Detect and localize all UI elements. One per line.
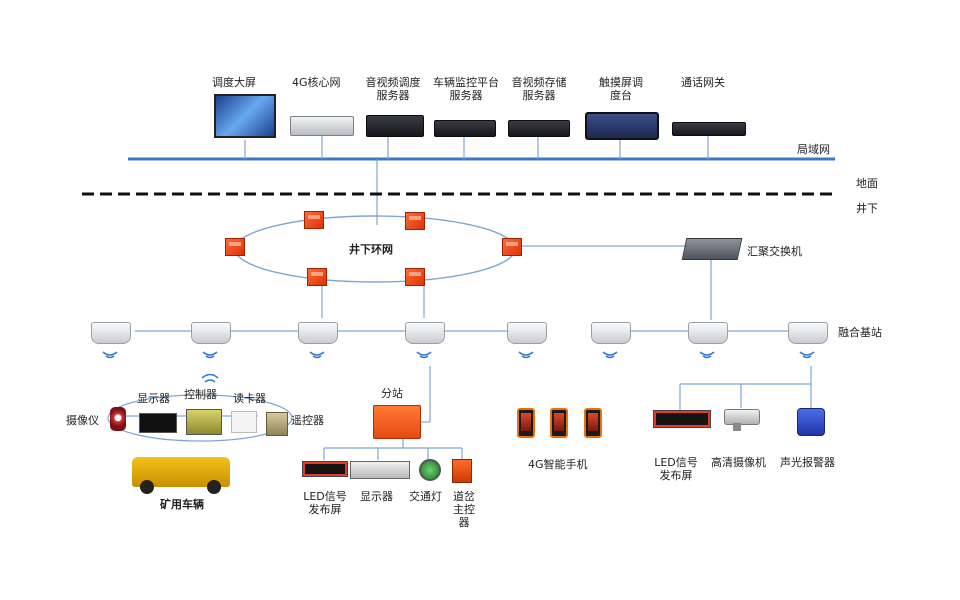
base-station-icon — [788, 322, 828, 344]
ring-node-icon — [307, 268, 327, 286]
base-station-icon — [591, 322, 631, 344]
core-network-server-icon — [290, 116, 354, 136]
ring-label: 井下环网 — [349, 243, 393, 256]
ground-label: 地面 — [856, 177, 878, 190]
top-device-label: 调度大屏 — [212, 76, 256, 89]
ring-node-icon — [304, 211, 324, 229]
smartphone-icon — [550, 408, 568, 438]
traffic-light-label: 交通灯 — [409, 490, 442, 503]
vehicle-controller-label: 控制器 — [184, 388, 217, 401]
smartphone-label: 4G智能手机 — [528, 458, 588, 471]
vehicle-title: 矿用车辆 — [160, 498, 204, 511]
vehicle-display-label: 显示器 — [137, 392, 170, 405]
av-storage-server-icon — [508, 120, 570, 137]
top-device-label: 通话网关 — [681, 76, 725, 89]
lan-drops — [244, 134, 709, 225]
display-icon — [350, 461, 410, 479]
call-gateway-icon — [672, 122, 746, 136]
vehicle-platform-server-icon — [434, 120, 496, 137]
controller-icon — [186, 409, 222, 435]
alarm-icon — [797, 408, 825, 436]
vehicle-enclosure — [107, 394, 293, 442]
base-station-label: 融合基站 — [838, 326, 882, 339]
underground-label: 井下 — [856, 202, 878, 215]
led-board-icon — [302, 461, 348, 477]
base-station-icon — [405, 322, 445, 344]
aggregation-switch-label: 汇聚交换机 — [747, 245, 802, 258]
hd-camera-mount-icon — [733, 423, 741, 431]
dispatch-screen-icon — [214, 94, 276, 138]
hd-camera-label: 高清摄像机 — [711, 456, 766, 469]
av-dispatch-server-icon — [366, 115, 424, 137]
base-station-icon — [191, 322, 231, 344]
display-label: 显示器 — [360, 490, 393, 503]
top-device-label: 车辆监控平台服务器 — [433, 76, 499, 102]
led-board-label: LED信号发布屏 — [654, 456, 698, 482]
top-device-label: 4G核心网 — [292, 76, 341, 89]
camera-icon — [110, 407, 126, 431]
switch-controller-label: 道岔主控器 — [453, 490, 475, 529]
alarm-label: 声光报警器 — [780, 456, 835, 469]
top-device-label: 触摸屏调度台 — [599, 76, 643, 102]
ring-node-icon — [225, 238, 245, 256]
vehicle-wheel-icon — [140, 480, 154, 494]
base-station-icon — [507, 322, 547, 344]
smartphone-icon — [517, 408, 535, 438]
display-icon — [139, 413, 177, 433]
base-station-icon — [91, 322, 131, 344]
ring-node-icon — [502, 238, 522, 256]
led-board-icon — [653, 410, 711, 428]
vehicle-camera-label: 摄像仪 — [66, 414, 99, 427]
led-board-label: LED信号发布屏 — [303, 490, 347, 516]
top-device-label: 音视频存储服务器 — [511, 76, 567, 102]
ring-node-icon — [405, 212, 425, 230]
substation-icon — [373, 405, 421, 439]
traffic-light-icon — [419, 459, 441, 481]
vehicle-card-reader-label: 读卡器 — [233, 392, 266, 405]
smartphone-icon — [584, 408, 602, 438]
hd-camera-icon — [724, 409, 760, 425]
top-device-label: 音视频调度服务器 — [365, 76, 421, 102]
card-reader-icon — [231, 411, 257, 433]
lan-label: 局域网 — [797, 143, 830, 156]
switch-controller-icon — [452, 459, 472, 483]
ring-node-icon — [405, 268, 425, 286]
touch-console-icon — [585, 112, 659, 140]
substation-label: 分站 — [381, 387, 403, 400]
base-station-icon — [298, 322, 338, 344]
wifi-signals — [102, 351, 815, 383]
aggregation-switch-icon — [681, 238, 743, 260]
remote-icon — [266, 412, 288, 436]
vehicle-remote-label: 遥控器 — [291, 414, 324, 427]
vehicle-wheel-icon — [207, 480, 221, 494]
base-station-icon — [688, 322, 728, 344]
